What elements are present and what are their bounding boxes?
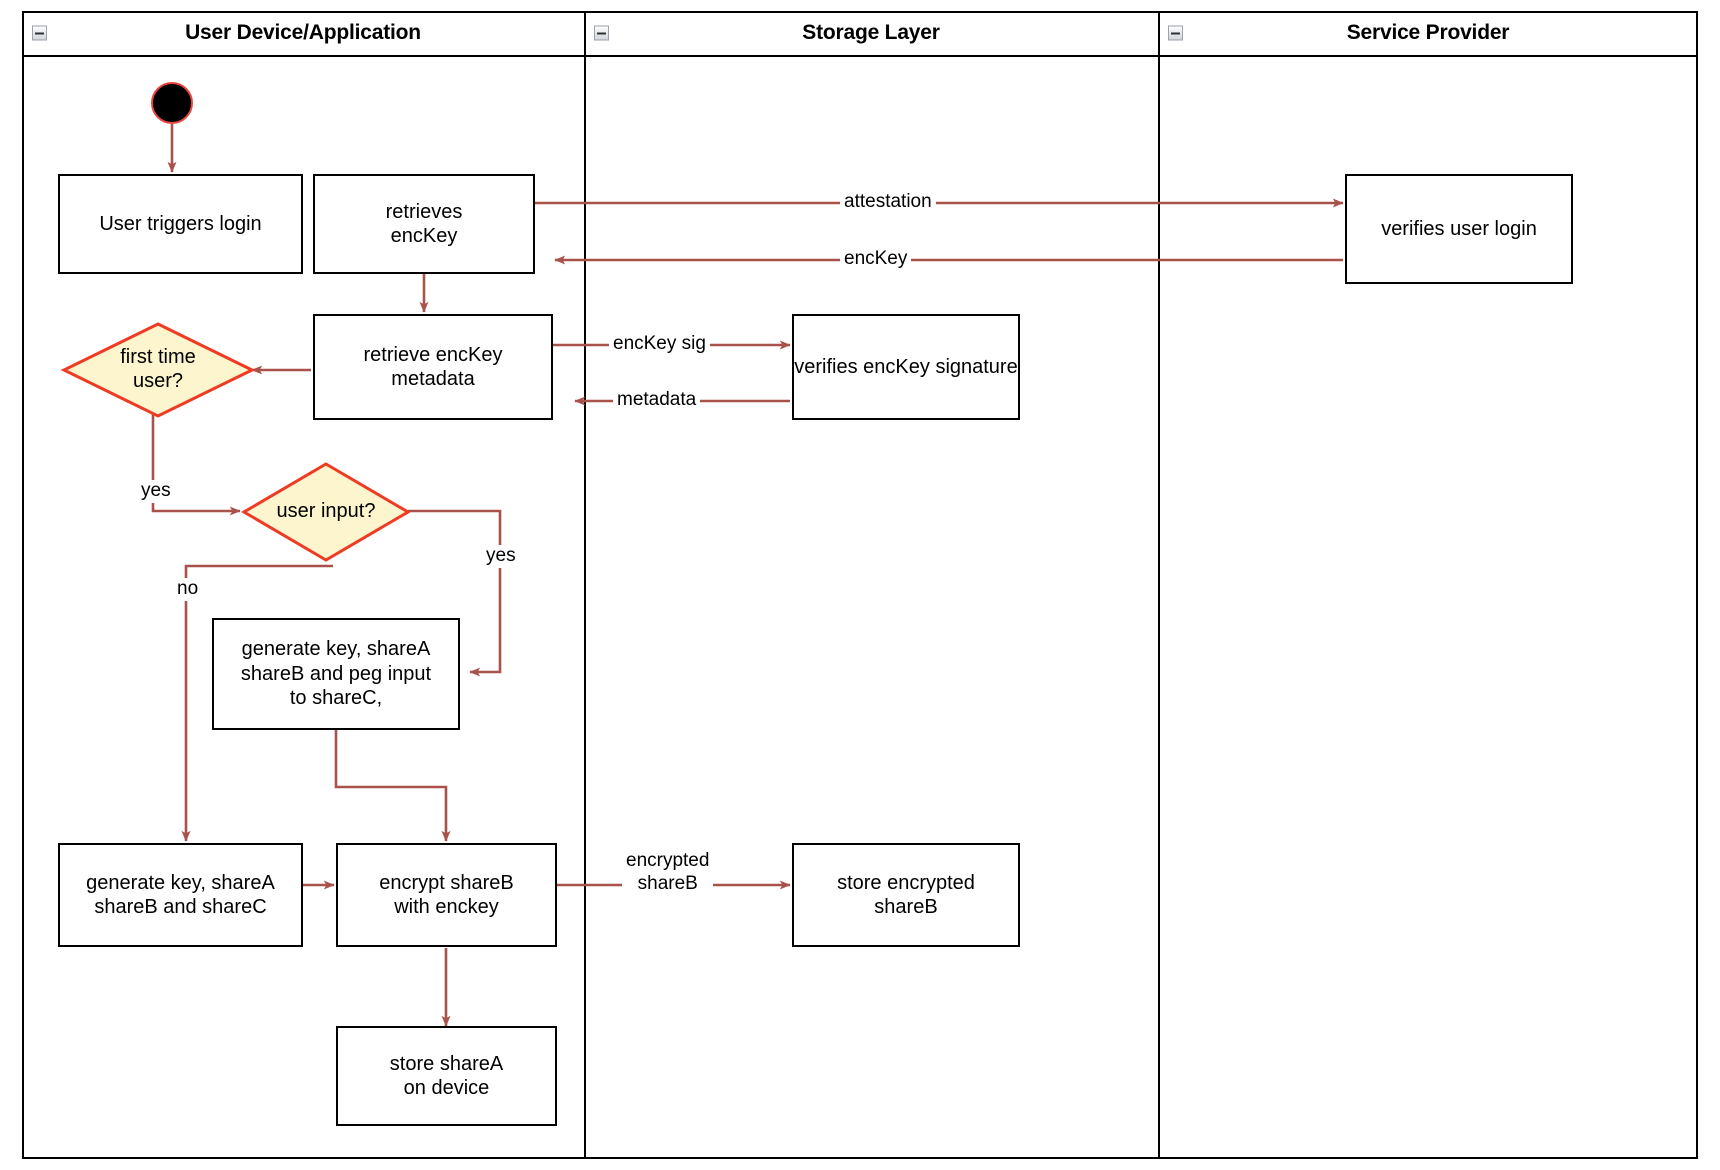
initial-node[interactable] [151,82,193,124]
action-verifies-enckey-signature[interactable]: verifies encKey signature [792,314,1020,420]
decision-user-input[interactable]: user input? [241,462,411,562]
action-label: store encrypted shareB [837,871,975,918]
action-label: store shareA on device [389,1052,504,1099]
lane-title-service-provider: Service Provider [1346,21,1510,44]
decision-label: user input? [276,500,376,523]
minus-icon[interactable] [1168,25,1183,41]
action-label: verifies encKey signature [794,355,1018,378]
edge-label-enckey: encKey [840,248,912,271]
edge-label-yes-user-input: yes [482,545,520,568]
swimlane-pool [22,11,1698,1159]
minus-icon[interactable] [594,25,609,41]
edge-label-enckey-sig: encKey sig [609,333,710,356]
minus-icon[interactable] [32,25,47,41]
action-generate-peg-input[interactable]: generate key, shareA shareB and peg inpu… [212,618,460,730]
action-label: retrieves encKey [385,200,463,247]
action-user-triggers-login[interactable]: User triggers login [58,174,303,274]
edge-label-encrypted-shareb: encrypted shareB [622,850,714,896]
lane-header-service-provider[interactable]: Service Provider [1158,11,1698,57]
lane-header-user-device[interactable]: User Device/Application [22,11,584,57]
edge-label-metadata: metadata [613,389,701,412]
action-label: verifies user login [1381,217,1537,240]
action-generate-shares[interactable]: generate key, shareA shareB and shareC [58,843,303,947]
action-verifies-user-login[interactable]: verifies user login [1345,174,1573,284]
action-retrieves-enckey[interactable]: retrieves encKey [313,174,535,274]
action-label: retrieve encKey metadata [363,343,503,390]
edge-label-attestation: attestation [840,191,936,214]
decision-label: first time user? [120,346,196,392]
action-label: encrypt shareB with enckey [379,871,514,918]
action-retrieve-enckey-metadata[interactable]: retrieve encKey metadata [313,314,553,420]
lane-divider-1 [584,11,586,1159]
lane-divider-2 [1158,11,1160,1159]
edge-label-no-user-input: no [173,578,203,601]
action-store-sharea-on-device[interactable]: store shareA on device [336,1026,557,1126]
action-encrypt-shareb[interactable]: encrypt shareB with enckey [336,843,557,947]
lane-header-storage[interactable]: Storage Layer [584,11,1158,57]
action-label: User triggers login [99,212,262,235]
decision-first-time-user[interactable]: first time user? [60,322,256,418]
action-store-encrypted-shareb[interactable]: store encrypted shareB [792,843,1020,947]
lane-title-storage: Storage Layer [802,21,940,44]
lane-title-user-device: User Device/Application [185,21,421,44]
action-label: generate key, shareA shareB and shareC [86,871,275,918]
edge-label-yes-first-time: yes [137,480,175,503]
action-label: generate key, shareA shareB and peg inpu… [240,638,432,710]
